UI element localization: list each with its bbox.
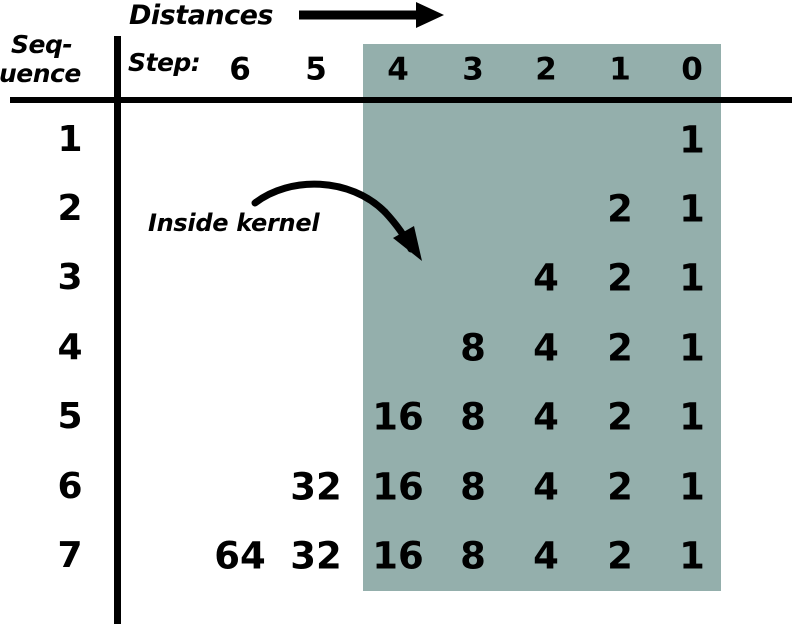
- cell-r2-c0: 1: [679, 187, 705, 231]
- cell-r7-c2: 4: [533, 534, 559, 578]
- cell-r7-c3: 8: [460, 534, 486, 578]
- column-header-3: 3: [462, 51, 484, 88]
- cell-r5-c3: 8: [460, 395, 486, 439]
- cell-r5-c1: 2: [607, 395, 633, 439]
- cell-r3-c1: 2: [607, 256, 633, 300]
- row-header-4: 4: [57, 327, 83, 368]
- cell-r7-c5: 32: [290, 534, 342, 578]
- cell-r6-c4: 16: [372, 465, 424, 509]
- cell-r5-c4: 16: [372, 395, 424, 439]
- column-header-4: 4: [387, 51, 409, 88]
- distances-title: Distances: [129, 0, 273, 31]
- row-header-1: 1: [57, 119, 83, 160]
- header-separator-rule: [10, 97, 792, 103]
- cell-r4-c1: 2: [607, 326, 633, 370]
- cell-r7-c1: 2: [607, 534, 633, 578]
- cell-r6-c3: 8: [460, 465, 486, 509]
- cell-r6-c0: 1: [679, 465, 705, 509]
- cell-r7-c6: 64: [214, 534, 266, 578]
- cell-r4-c0: 1: [679, 326, 705, 370]
- cell-r6-c5: 32: [290, 465, 342, 509]
- cell-r4-c3: 8: [460, 326, 486, 370]
- cell-r1-c0: 1: [679, 118, 705, 162]
- row-header-5: 5: [57, 396, 83, 437]
- cell-r2-c1: 2: [607, 187, 633, 231]
- cell-r5-c2: 4: [533, 395, 559, 439]
- cell-r5-c0: 1: [679, 395, 705, 439]
- sequence-axis-label-line1: Seq-: [11, 30, 73, 59]
- column-header-0: 0: [681, 51, 703, 88]
- cell-r3-c0: 1: [679, 256, 705, 300]
- cell-r7-c4: 16: [372, 534, 424, 578]
- column-header-2: 2: [535, 51, 557, 88]
- sequence-axis-label-line2: uence: [0, 59, 81, 88]
- inside-kernel-shaded-region: [363, 44, 721, 591]
- row-header-3: 3: [57, 257, 83, 298]
- row-header-7: 7: [57, 535, 83, 576]
- distances-arrow-icon: [299, 2, 444, 28]
- cell-r6-c2: 4: [533, 465, 559, 509]
- column-header-5: 5: [305, 51, 327, 88]
- cell-r3-c2: 4: [533, 256, 559, 300]
- sequence-column-divider-rule: [114, 36, 121, 624]
- cell-r6-c1: 2: [607, 465, 633, 509]
- row-header-2: 2: [57, 188, 83, 229]
- cell-r7-c0: 1: [679, 534, 705, 578]
- step-label: Step:: [128, 48, 201, 77]
- inside-kernel-annotation-label: Inside kernel: [148, 209, 320, 237]
- column-header-6: 6: [229, 51, 251, 88]
- column-header-1: 1: [609, 51, 631, 88]
- cell-r4-c2: 4: [533, 326, 559, 370]
- row-header-6: 6: [57, 466, 83, 507]
